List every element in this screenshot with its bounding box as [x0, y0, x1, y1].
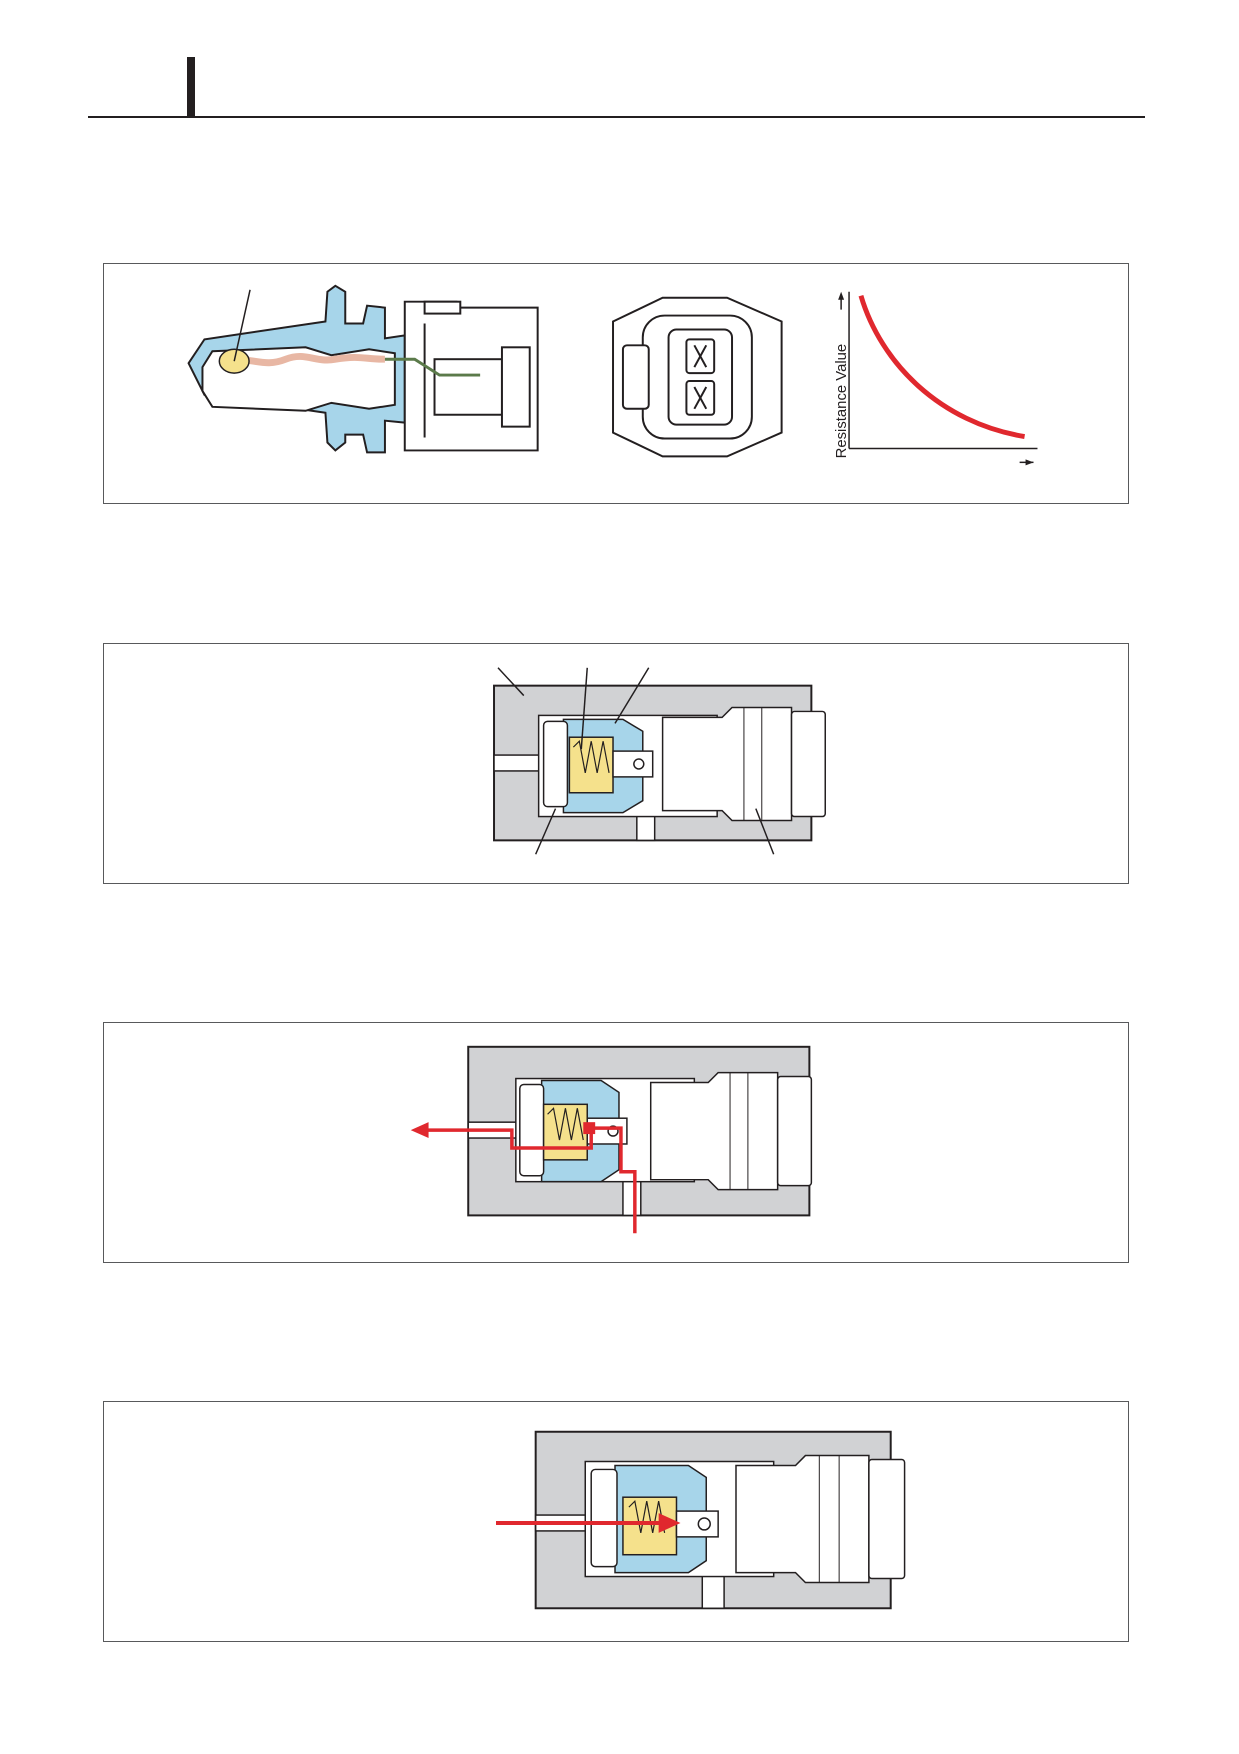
valve-body — [735, 1454, 870, 1584]
spring — [572, 739, 610, 774]
thermistor-element — [218, 348, 250, 374]
resistance-graph: Resistance Value — [834, 291, 1038, 466]
sensor-body — [187, 284, 406, 454]
leader-line — [614, 667, 650, 724]
valve-drawing — [496, 1430, 906, 1610]
figure-valve-flow-outward — [103, 1022, 1129, 1263]
header-rule — [88, 116, 1145, 118]
spring-cup — [568, 736, 614, 794]
valve-drawing — [410, 1045, 813, 1234]
valve-cap — [868, 1458, 906, 1580]
spring — [628, 1499, 666, 1534]
valve-seat — [519, 1083, 545, 1177]
valve-cap — [790, 710, 826, 818]
valve-seat — [542, 720, 569, 808]
valve-cap — [776, 1075, 813, 1187]
sensor-drawing: Resistance Value — [187, 284, 1038, 466]
valve-drawing — [493, 667, 826, 855]
leader-line — [755, 808, 775, 855]
flow-arrow — [410, 1122, 429, 1139]
sensor-wire — [384, 357, 481, 377]
connector-end-view — [612, 296, 783, 458]
resistance-curve — [858, 295, 1025, 440]
y-axis-label: Resistance Value — [834, 344, 850, 459]
leader-line — [580, 667, 588, 750]
valve-body — [661, 706, 793, 822]
flow-arrow — [658, 1513, 681, 1533]
leader-line — [497, 667, 525, 697]
leader-line — [233, 289, 251, 362]
valve-body — [649, 1071, 779, 1191]
valve-seat — [590, 1468, 618, 1568]
spring-cup — [542, 1103, 588, 1161]
side-port — [622, 1178, 642, 1217]
spring — [547, 1107, 584, 1141]
figure-valve-cross-section — [103, 643, 1129, 884]
sensor-connector — [403, 300, 539, 452]
figure-valve-flow-inward — [103, 1401, 1129, 1642]
leader-line — [534, 808, 557, 855]
plunger — [675, 1510, 719, 1538]
header-bar — [187, 57, 195, 117]
side-port — [701, 1573, 725, 1610]
figure-temperature-sensor: Resistance Value — [103, 263, 1129, 504]
plunger — [612, 750, 654, 778]
sensor-lead — [232, 352, 385, 367]
